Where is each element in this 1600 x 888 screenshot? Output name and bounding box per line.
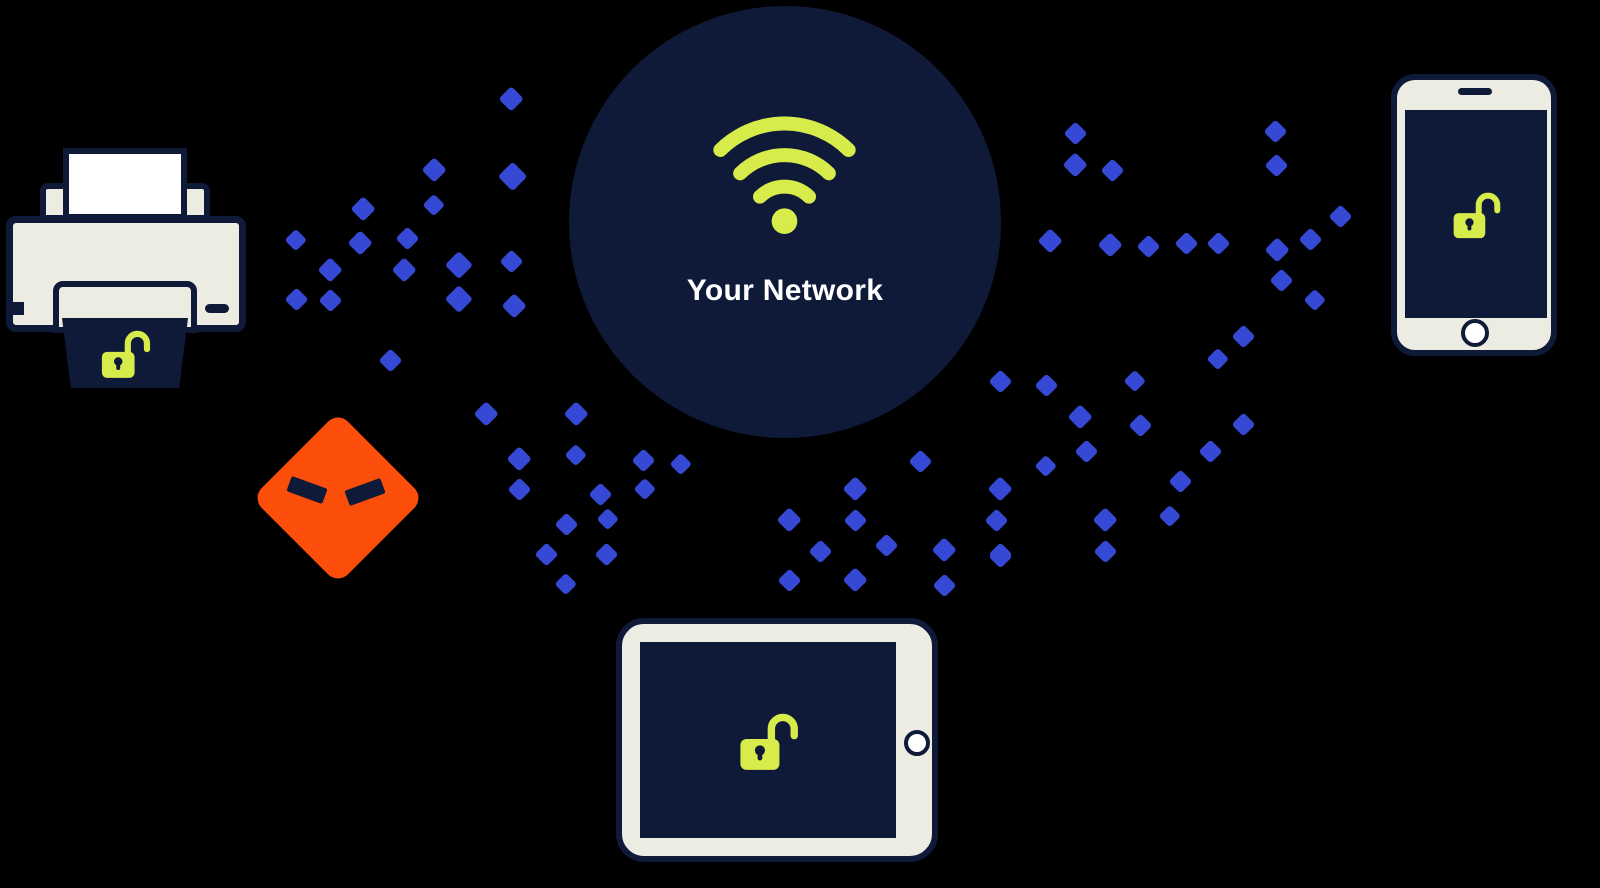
data-packet-diamond [931, 572, 957, 598]
data-packet-diamond [1066, 403, 1093, 430]
data-packet-diamond [317, 287, 343, 313]
data-packet-diamond [1127, 412, 1153, 438]
data-packet-diamond [1062, 120, 1088, 146]
data-packet-diamond [1206, 347, 1230, 371]
data-packet-diamond [807, 538, 833, 564]
data-packet-diamond [1158, 504, 1182, 528]
data-packet-diamond [553, 511, 579, 537]
phone-speaker [1458, 88, 1492, 95]
data-packet-diamond [1262, 118, 1288, 144]
data-packet-diamond [596, 507, 620, 531]
data-packet-diamond [983, 507, 1009, 533]
angry-eyes-icon [252, 412, 424, 584]
phone-home-button [1461, 319, 1489, 347]
data-packet-diamond [1123, 369, 1147, 393]
data-packet-diamond [533, 541, 559, 567]
data-packet-diamond [633, 477, 657, 501]
data-packet-diamond [497, 85, 524, 112]
data-packet-diamond [554, 572, 578, 596]
unlocked-padlock-icon [1453, 192, 1501, 238]
data-packet-diamond [1230, 323, 1256, 349]
data-packet-diamond [472, 400, 499, 427]
data-packet-diamond [283, 286, 309, 312]
data-packet-diamond [422, 193, 446, 217]
angry-eye-left [286, 475, 328, 505]
data-packet-diamond [907, 448, 933, 474]
data-packet-diamond [498, 248, 524, 274]
data-packet-diamond [930, 536, 957, 563]
data-packet-diamond [593, 541, 619, 567]
data-packet-diamond [1303, 288, 1327, 312]
data-packet-diamond [346, 229, 373, 256]
data-packet-diamond [444, 250, 473, 279]
data-packet-diamond [987, 543, 1013, 569]
network-label: Your Network [686, 274, 884, 307]
data-packet-diamond [1230, 411, 1256, 437]
smartphone-illustration [1391, 74, 1557, 356]
data-packet-diamond [775, 506, 802, 533]
data-packet-diamond [1263, 236, 1290, 263]
data-packet-diamond [776, 567, 802, 593]
data-packet-diamond [1205, 230, 1231, 256]
data-packet-diamond [562, 400, 589, 427]
data-packet-diamond [500, 292, 527, 319]
data-packet-diamond [1091, 506, 1118, 533]
data-packet-diamond [420, 156, 447, 183]
data-packet-diamond [1268, 267, 1294, 293]
unlocked-padlock-icon [740, 713, 798, 770]
printer-side-knob [11, 302, 24, 315]
data-packet-diamond [873, 532, 899, 558]
printer-button [205, 304, 229, 313]
data-packet-diamond [986, 475, 1013, 502]
unlocked-padlock-icon [101, 330, 151, 378]
data-packet-diamond [506, 476, 532, 502]
phone-screen [1405, 110, 1547, 318]
data-packet-diamond [841, 475, 868, 502]
printer-illustration [6, 144, 246, 390]
data-packet-diamond [842, 507, 868, 533]
data-packet-diamond [1297, 226, 1323, 252]
data-packet-diamond [1033, 372, 1059, 398]
tablet-screen [640, 642, 896, 838]
data-packet-diamond [1092, 538, 1118, 564]
data-packet-diamond [1034, 454, 1058, 478]
data-packet-diamond [349, 195, 376, 222]
data-packet-diamond [377, 347, 403, 373]
data-packet-diamond [1173, 230, 1199, 256]
data-packet-diamond [316, 256, 343, 283]
network-circle: Your Network [569, 6, 1001, 438]
data-packet-diamond [564, 443, 588, 467]
data-packet-diamond [841, 566, 868, 593]
data-packet-diamond [505, 445, 532, 472]
data-packet-diamond [587, 481, 613, 507]
tablet-illustration [616, 618, 938, 862]
data-packet-diamond [1197, 438, 1223, 464]
data-packet-diamond [987, 368, 1013, 394]
data-packet-diamond [1073, 438, 1099, 464]
data-packet-diamond [1135, 233, 1161, 259]
data-packet-diamond [498, 162, 528, 192]
data-packet-diamond [1036, 227, 1063, 254]
data-packet-diamond [669, 452, 693, 476]
printer-paper [63, 148, 187, 220]
printer-output-page [62, 318, 188, 388]
data-packet-diamond [284, 228, 308, 252]
data-packet-diamond [1263, 152, 1289, 178]
wifi-icon [713, 116, 856, 234]
data-packet-diamond [1167, 468, 1193, 494]
tablet-home-button [904, 730, 930, 756]
data-packet-diamond [444, 284, 473, 313]
data-packet-diamond [1061, 151, 1088, 178]
data-packet-diamond [1327, 203, 1353, 229]
data-packet-diamond [394, 225, 420, 251]
data-packet-diamond [390, 256, 417, 283]
data-packet-diamond [1096, 231, 1123, 258]
angry-eye-right [344, 477, 386, 507]
data-packet-diamond [630, 447, 656, 473]
data-packet-diamond [1099, 157, 1125, 183]
